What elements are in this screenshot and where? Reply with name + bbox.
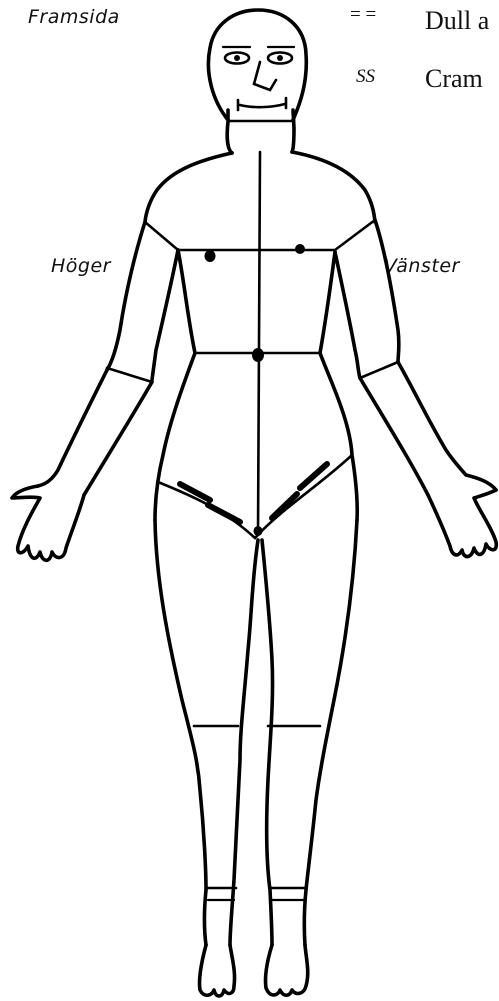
legs (155, 520, 357, 945)
pain-dot-marker (205, 250, 216, 262)
dull-ache-dash-marker (272, 494, 297, 518)
feet (199, 945, 307, 996)
nose (254, 62, 276, 90)
head (208, 10, 306, 120)
torso (145, 152, 375, 538)
pain-dot-marker (295, 244, 305, 254)
neck (227, 110, 294, 153)
pain-dot-marker (254, 526, 263, 536)
dull-ache-dash-marker (300, 464, 327, 488)
pain-dot-marker (252, 348, 264, 362)
dull-ache-dash-marker (208, 505, 240, 522)
pain-markers (180, 244, 327, 536)
right-arm (12, 222, 178, 560)
eyes (223, 47, 294, 64)
mouth (240, 104, 285, 107)
left-arm (335, 220, 496, 557)
